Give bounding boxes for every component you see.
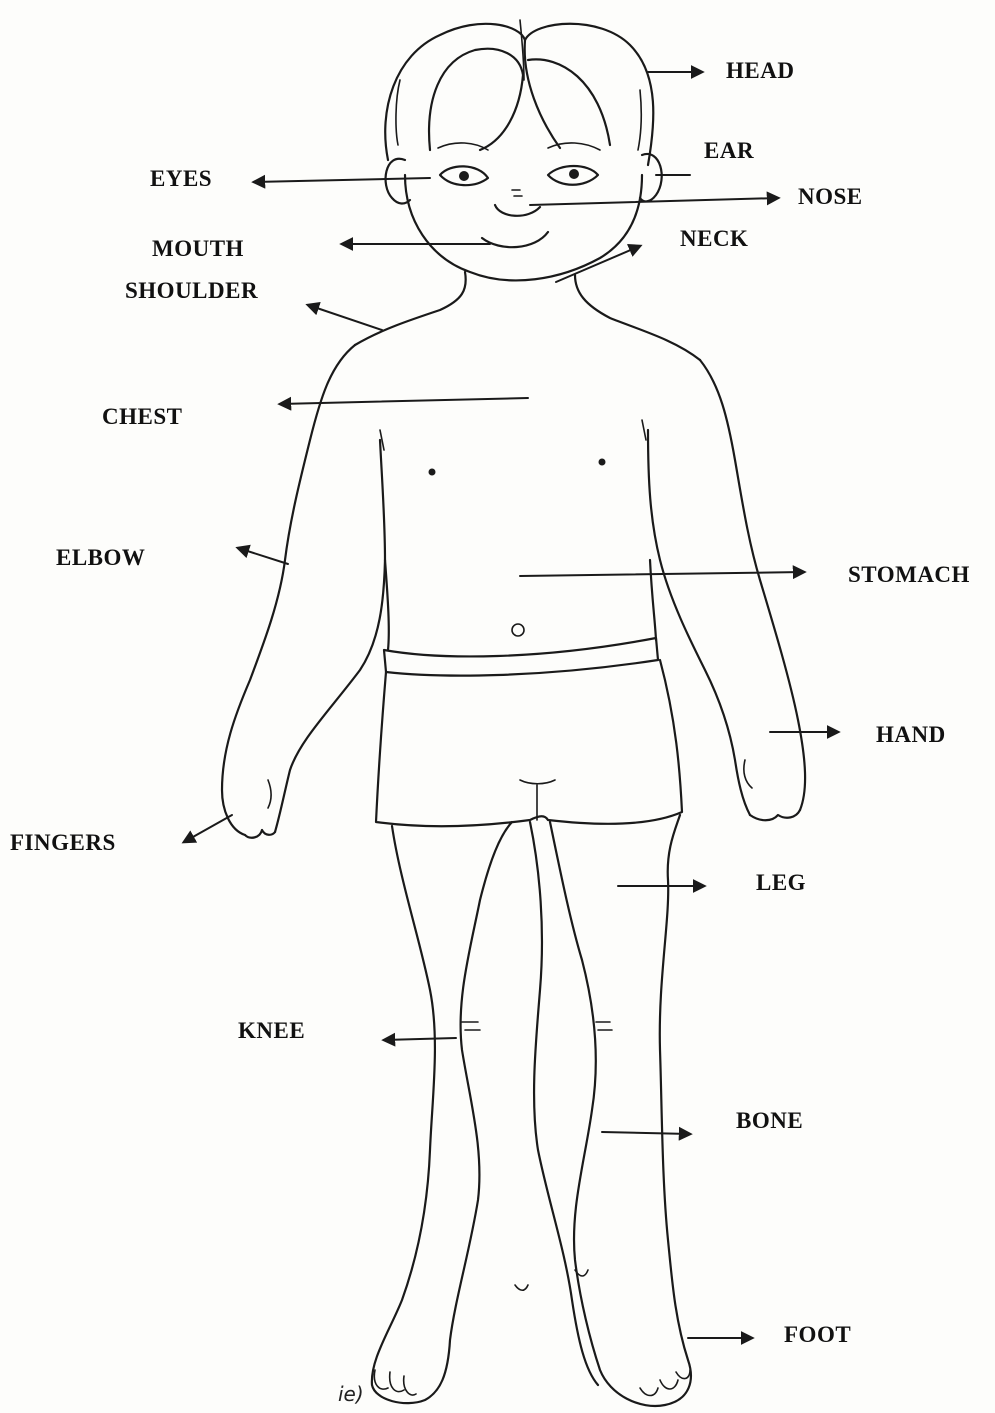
label-foot: FOOT [784,1322,851,1348]
arrow-fingers [184,815,232,842]
arrow-nose [530,198,778,205]
label-neck: NECK [680,226,748,252]
arrow-chest [280,398,528,404]
label-chest: CHEST [102,404,182,430]
label-bone: BONE [736,1108,803,1134]
label-fingers: FINGERS [10,830,116,856]
arrow-bone [602,1132,690,1134]
label-eyes: EYES [150,166,212,192]
arrow-eyes [254,178,430,182]
label-hand: HAND [876,722,946,748]
label-ear: EAR [704,138,754,164]
arrow-elbow [238,548,288,564]
label-nose: NOSE [798,184,863,210]
torso-drawing [222,272,805,838]
arrow-knee [384,1038,456,1040]
label-stomach: STOMACH [848,562,970,588]
arrow-neck [556,246,640,282]
label-shoulder: SHOULDER [125,278,258,304]
label-knee: KNEE [238,1018,305,1044]
signature-text: ie) [338,1382,364,1406]
label-head: HEAD [726,58,794,84]
arrow-shoulder [308,305,382,330]
arrows [184,72,838,1338]
shorts-drawing [376,638,682,826]
label-leg: LEG [756,870,806,896]
label-elbow: ELBOW [56,545,145,571]
head-drawing [385,20,661,280]
legs-drawing [372,815,691,1406]
arrow-stomach [520,572,804,576]
label-mouth: MOUTH [152,236,244,262]
